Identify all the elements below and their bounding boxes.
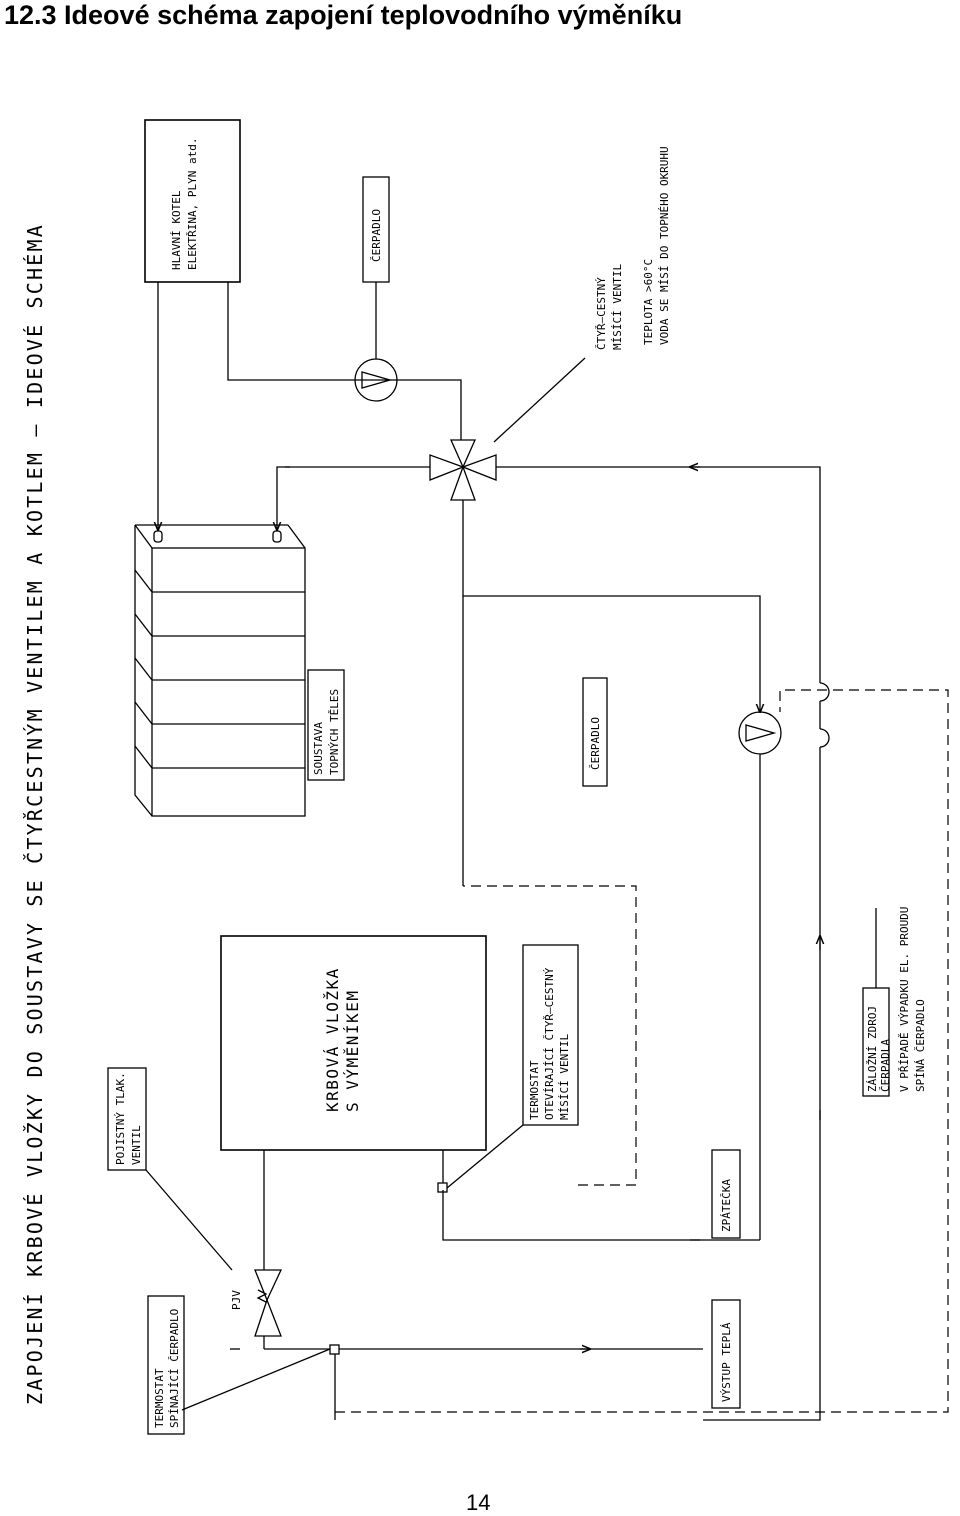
- valve4-label-1: ČTYŘ–CESTNÝ: [595, 277, 608, 350]
- thermostat-pump-label-2: SPÍNAJÍCÍ ČERPADLO: [168, 1309, 181, 1428]
- pipe-boiler-to-valve: [227, 282, 462, 440]
- control-line-thermostat-pump: [335, 689, 949, 1413]
- fireplace-label-1: KRBOVÁ VLOŽKA: [323, 967, 342, 1112]
- safety-valve-label-box: [107, 1067, 147, 1171]
- temp-label-1: TEPLOTA >60°C: [642, 259, 655, 345]
- page-number: 14: [466, 1490, 491, 1515]
- thermostat-pump-label-box: [147, 1295, 185, 1435]
- return-label-box: [711, 1149, 741, 1239]
- thermostat-valve-label-2: OTEVÍRAJÍCÍ ČTYŘ–CESTNÝ: [543, 967, 556, 1120]
- radiators-label-2: TOPNÝCH TĚLES: [328, 689, 341, 775]
- return-label: ZPÁTEČKA: [720, 1179, 733, 1232]
- thermostat-valve-label-3: MÍSÍCÍ VENTIL: [558, 1034, 571, 1120]
- outlet-label: VÝSTUP TEPLÁ: [720, 1322, 733, 1402]
- diagram-heading: ZAPOJENÍ KRBOVÉ VLOŽKY DO SOUSTAVY SE ČT…: [23, 223, 47, 1405]
- boiler-label-1: HLAVNÍ KOTEL: [170, 190, 183, 270]
- pump-mid-label-box: [582, 677, 608, 787]
- thermostat-valve-label-1: TERMOSTAT: [528, 1060, 541, 1120]
- page-title: 12.3 Ideové schéma zapojení teplovodního…: [4, 0, 683, 30]
- valve4-label-2: MÍSÍCÍ VENTIL: [611, 264, 624, 350]
- boiler-label-2: ELEKTŘINA, PLYN atd.: [186, 138, 199, 270]
- pump-top-label: ČERPADLO: [370, 209, 383, 262]
- radiators-label-box: [307, 669, 345, 781]
- fireplace-label-2: S VÝMĚNÍKEM: [343, 990, 362, 1112]
- temp-label-2: VODA SE MÍSÍ DO TOPNÉHO OKRUHU: [658, 146, 671, 345]
- pipe-valve-right-loop: [496, 466, 821, 683]
- safety-valve-icon: [254, 1269, 283, 1337]
- radiators-label-1: SOUSTAVA: [312, 722, 325, 775]
- pump-mid-label: ČERPADLO: [589, 717, 602, 770]
- four-way-valve-icon: [429, 439, 497, 501]
- main-boiler-box: [144, 119, 241, 283]
- backup-label-2: ČERPADLA: [879, 1039, 892, 1092]
- fireplace-insert-box: [220, 935, 487, 1151]
- backup-label-1: ZÁLOŽNÍ ZDROJ: [866, 1006, 879, 1092]
- outlet-label-box: [711, 1299, 741, 1409]
- backup-label-3: V PŘÍPADĚ VÝPADKU EL. PROUDU: [898, 907, 911, 1092]
- thermostat-valve-label-box: [522, 944, 579, 1126]
- backup-label-4: SPÍNÁ ČERPADLO: [914, 999, 927, 1092]
- pump-top-label-box: [362, 176, 390, 283]
- pipe-valve-to-midpump: [462, 500, 760, 712]
- pipe-valve-to-radiators: [277, 466, 430, 530]
- safety-valve-label-2: VENTIL: [130, 1125, 143, 1165]
- pjv-label: PJV: [230, 1290, 243, 1310]
- thermostat-pump-label-1: TERMOSTAT: [153, 1368, 166, 1428]
- safety-valve-label-1: POJISTNÝ TLAK.: [114, 1072, 127, 1165]
- radiator-block: [134, 524, 306, 817]
